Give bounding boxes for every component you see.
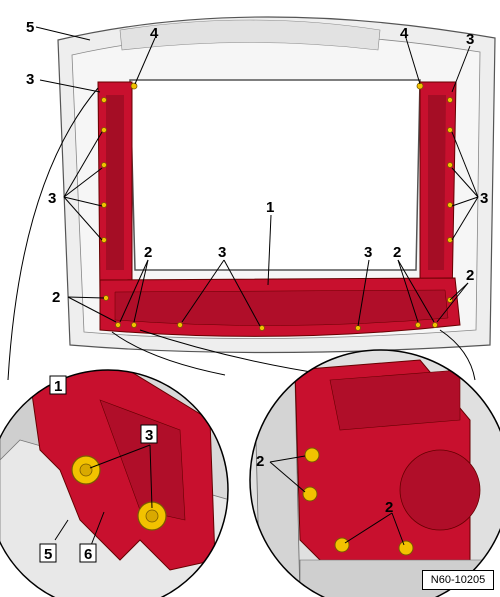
callout-clips-lower-right-2: 2	[466, 267, 474, 284]
callout-clips-bottom-left-2: 2	[144, 244, 152, 261]
left-side-bracket	[97, 81, 133, 301]
callout-screw-right-4: 4	[400, 25, 409, 42]
callout-clips-center-3a: 3	[218, 244, 226, 261]
callout-clips-right-3: 3	[480, 190, 488, 207]
roof-opening	[129, 79, 421, 271]
main-screws	[101, 82, 453, 331]
right-side-bracket	[419, 81, 457, 301]
rear-cross-bracket	[99, 277, 461, 337]
left-detail-screws	[71, 455, 167, 531]
callout-clips-bottom-right-2: 2	[393, 244, 401, 261]
callout-labels: 5 4 4 3 3 3 3 1 2 3 3 2 2 2 1 3 5 6 2 2	[26, 19, 488, 563]
callout-clips-left-3: 3	[48, 190, 56, 207]
detail-label-screws-3: 3	[145, 427, 153, 444]
left-detail-view	[0, 370, 228, 597]
callout-bracket-1: 1	[266, 199, 274, 216]
detail-callout-clips-2b: 2	[385, 499, 393, 516]
detail-callout-clips-2a: 2	[256, 453, 264, 470]
right-detail-screws	[302, 447, 414, 556]
callout-frame-5: 5	[26, 19, 34, 36]
right-detail-frame	[249, 349, 500, 597]
callout-clips-lower-left-2: 2	[52, 289, 60, 306]
detail-label-frame-5: 5	[44, 546, 52, 563]
right-detail-view	[250, 350, 500, 597]
callout-clips-center-3b: 3	[364, 244, 372, 261]
magnifier-lines	[7, 87, 476, 381]
callout-screw-left-4: 4	[150, 25, 159, 42]
callout-clip-top-left-3: 3	[26, 71, 34, 88]
callout-clip-top-right-3: 3	[466, 31, 474, 48]
detail-label-bracket-1: 1	[54, 378, 62, 395]
reference-code: N60-10205	[422, 570, 494, 590]
boxed-label-frames	[39, 375, 158, 563]
detail-label-6: 6	[84, 546, 92, 563]
left-detail-frame	[0, 369, 229, 597]
leader-lines	[35, 26, 479, 549]
